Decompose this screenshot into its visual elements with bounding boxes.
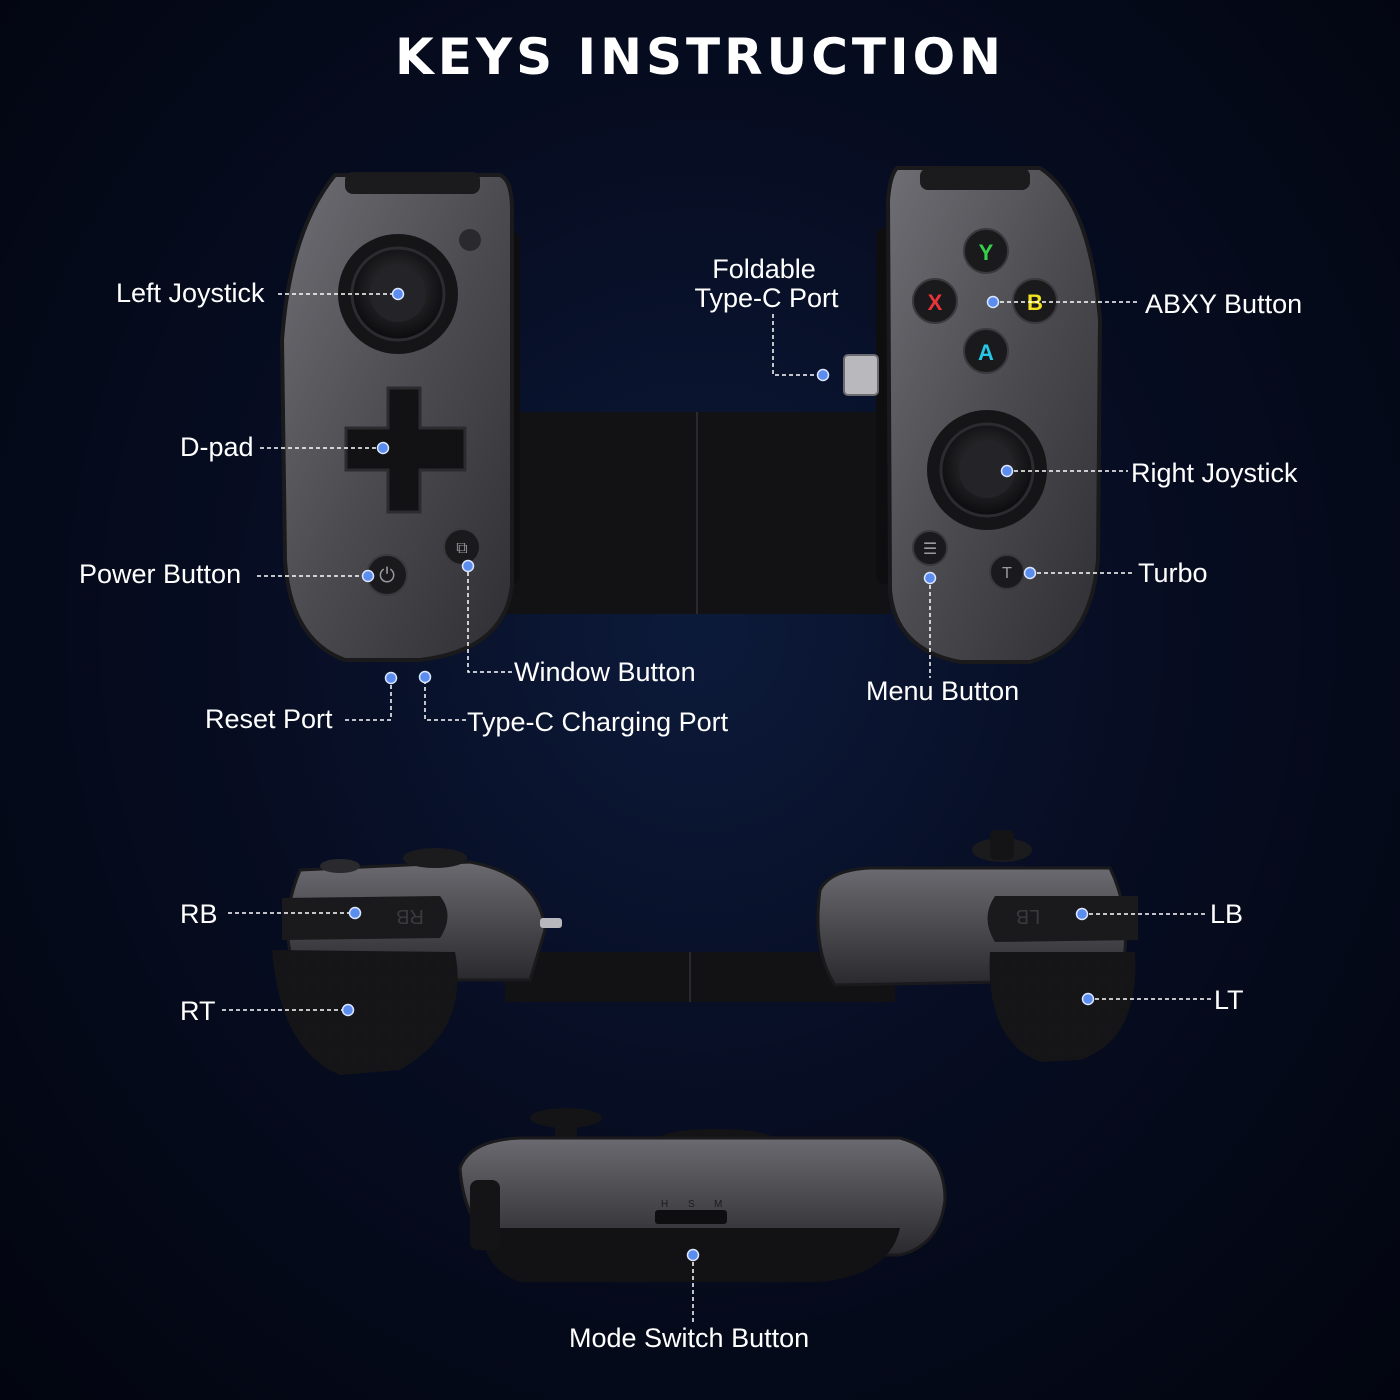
mode-mark-s: S (688, 1199, 695, 1210)
callout-dot-left-joystick (391, 287, 405, 301)
callout-dot-rb (348, 906, 362, 920)
label-type-c-charging-port: Type-C Charging Port (467, 707, 729, 737)
callout-dot-abxy (986, 295, 1000, 309)
callout-dot-foldable-port (816, 368, 830, 382)
label-abxy-button: ABXY Button (1145, 289, 1303, 319)
callout-dot-reset (384, 671, 398, 685)
b-button (1012, 278, 1058, 324)
label-left-joystick: Left Joystick (116, 278, 265, 308)
mode-mark-h: H (661, 1199, 668, 1210)
side-view-grip (458, 1108, 947, 1282)
label-power-button: Power Button (79, 559, 242, 589)
callout-dot-d-pad (376, 441, 390, 455)
label-mode-switch-button: Mode Switch Button (569, 1323, 810, 1353)
label-d-pad: D-pad (180, 432, 254, 462)
x-button-label: X (928, 290, 943, 315)
callout-dot-turbo (1023, 566, 1037, 580)
turbo-icon: T (1001, 564, 1012, 582)
label-window-button: Window Button (514, 657, 696, 687)
callout-dot-window (461, 559, 475, 573)
lb-engraving: LB (1016, 905, 1040, 927)
back-right-half (272, 848, 562, 1075)
label-right-joystick: Right Joystick (1131, 458, 1298, 488)
back-left-half (816, 830, 1138, 1062)
y-button-label: Y (979, 240, 994, 265)
label-turbo: Turbo (1138, 558, 1208, 588)
label-menu-button: Menu Button (866, 676, 1020, 706)
label-reset-port: Reset Port (205, 704, 333, 734)
rb-engraving: RB (396, 905, 424, 927)
label-foldable-line2: Type-C Port (694, 283, 839, 313)
callout-dot-charging (418, 670, 432, 684)
callout-dot-mode-switch (686, 1248, 700, 1262)
y-button (963, 228, 1009, 274)
window-icon: ⧉ (456, 538, 467, 557)
callout-dot-right-joystick (1000, 464, 1014, 478)
mode-mark-m: M (714, 1199, 722, 1210)
right-grip (843, 166, 1103, 664)
label-lt: LT (1214, 985, 1244, 1015)
callout-dot-lt (1081, 992, 1095, 1006)
label-foldable-line1: Foldable (712, 254, 816, 284)
label-rb: RB (180, 899, 218, 929)
label-rt: RT (180, 996, 216, 1026)
callout-dot-rt (341, 1003, 355, 1017)
a-button-label: A (978, 340, 994, 365)
a-button (963, 328, 1009, 374)
x-button (912, 278, 958, 324)
power-icon: ⏻ (379, 563, 395, 587)
callout-dot-menu (923, 571, 937, 585)
left-grip (279, 172, 520, 662)
label-lb: LB (1210, 899, 1244, 929)
callout-dot-lb (1075, 907, 1089, 921)
menu-icon: ☰ (923, 539, 937, 558)
callout-dot-power (361, 569, 375, 583)
page-title: KEYS INSTRUCTION (395, 28, 1005, 86)
